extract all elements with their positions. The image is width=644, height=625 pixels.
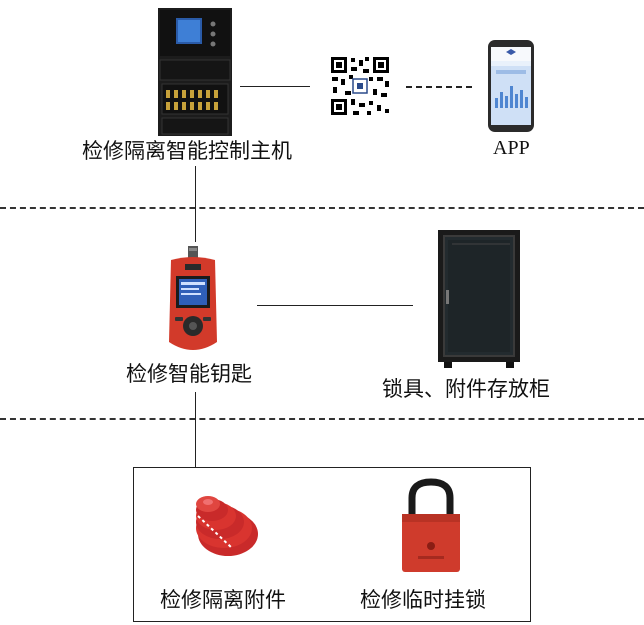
isolation-attachment-label: 检修隔离附件	[160, 588, 286, 612]
smart-key-label: 检修智能钥匙	[126, 362, 252, 386]
qr-code-icon	[329, 55, 391, 117]
smartphone-icon	[488, 40, 534, 132]
temp-lock-node	[400, 478, 462, 576]
server-cabinet-icon	[438, 230, 520, 368]
connector-key-box	[195, 392, 196, 468]
app-node	[488, 40, 534, 132]
handheld-key-device-icon	[169, 246, 217, 350]
storage-cabinet-node	[438, 230, 520, 370]
app-label: APP	[493, 137, 530, 159]
isolation-attachment-node	[186, 486, 262, 560]
qr-node	[329, 55, 391, 117]
padlock-icon	[402, 478, 460, 572]
temp-lock-label: 检修临时挂锁	[360, 588, 486, 612]
control-host-node	[158, 8, 232, 136]
connector-key-cabinet	[257, 305, 413, 306]
smart-key-node	[165, 246, 221, 356]
accessories-box	[133, 467, 531, 622]
connector-qr-app	[406, 86, 472, 88]
section-separator-bottom	[0, 418, 644, 420]
section-separator-top	[0, 207, 644, 209]
connector-host-key	[195, 166, 196, 242]
storage-cabinet-label: 锁具、附件存放柜	[382, 377, 550, 401]
control-cabinet-icon	[158, 8, 232, 136]
control-host-label: 检修隔离智能控制主机	[82, 139, 292, 163]
valve-lockout-icon	[196, 496, 258, 556]
connector-host-qr	[240, 86, 310, 87]
